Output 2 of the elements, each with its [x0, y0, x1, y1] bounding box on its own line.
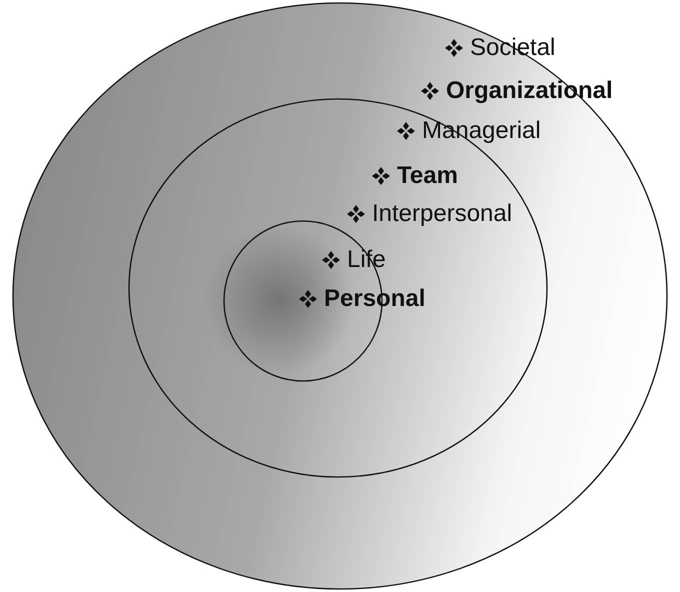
level-label: Team: [397, 162, 458, 190]
level-label: Interpersonal: [372, 200, 512, 228]
